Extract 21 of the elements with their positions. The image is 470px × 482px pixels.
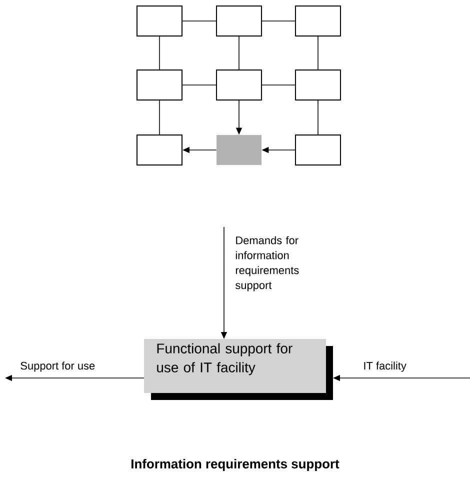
box bbox=[216, 6, 262, 36]
box bbox=[216, 135, 262, 165]
connector-line bbox=[182, 20, 216, 22]
connector-line bbox=[159, 100, 160, 135]
connector-line bbox=[182, 84, 216, 86]
edge-label: Demands for information requirements support bbox=[236, 236, 299, 292]
box bbox=[295, 70, 341, 100]
caption: Information requirements support bbox=[132, 458, 340, 472]
connector-line bbox=[262, 84, 296, 86]
box bbox=[216, 70, 262, 100]
process-box: Functional support for use of IT facility bbox=[144, 339, 333, 400]
connector-line bbox=[262, 20, 296, 22]
box bbox=[136, 6, 182, 36]
box bbox=[136, 134, 182, 166]
box bbox=[295, 6, 341, 36]
box bbox=[136, 70, 182, 100]
edge-label: IT facility bbox=[364, 362, 406, 372]
edge-label: Support for use bbox=[20, 362, 95, 372]
box bbox=[295, 134, 341, 166]
connector-line bbox=[159, 36, 160, 70]
connector-line bbox=[238, 36, 240, 70]
